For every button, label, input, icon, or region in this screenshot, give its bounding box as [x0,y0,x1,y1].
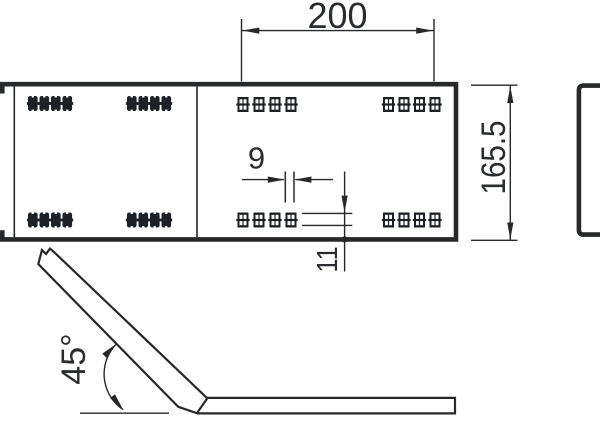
dim-9-ticks [284,171,295,203]
slot-hole [61,211,74,229]
dim-9-label: 9 [248,141,265,176]
cross-hole [268,212,282,228]
cross-hole [397,212,411,228]
cross-hole [397,97,411,112]
cross-hole [412,97,427,112]
plate-outline [0,81,459,242]
slot-hole [61,95,74,112]
dim-11-label: 11 [312,247,344,273]
dim-165-label: 165.5 [475,121,513,195]
slot-hole [38,211,51,229]
dim-9-arrow-right [294,176,312,183]
slot-hole [137,95,150,112]
angle-arrow-top [102,341,119,359]
cross-hole [252,97,266,112]
slot-hole [160,211,173,229]
dim-200-label: 200 [307,0,367,36]
cross-hole [412,212,427,228]
dim-9-arrow-left [267,176,285,183]
cross-hole [252,212,266,228]
dim-165-arrow-top [507,86,514,103]
cross-hole [381,212,396,228]
cross-hole [428,97,442,112]
slot-hole [38,95,51,112]
dimension-11: 11 [302,171,353,273]
slot-hole [49,211,62,229]
cross-hole [381,97,396,112]
bend-side-view [37,246,457,415]
plan-view [0,81,459,242]
slot-hole [148,95,161,112]
slot-hole [125,211,138,229]
dim-45-label: 45° [55,333,93,384]
dimension-45deg: 45° [55,333,169,414]
dimension-200: 200 [240,0,435,82]
cross-hole [284,97,298,112]
side-profile-view [576,83,600,237]
cross-hole [268,97,282,112]
dim-200-extension-lines [240,19,435,82]
slot-hole [125,95,138,112]
slot-hole [49,95,62,112]
hole-pattern [26,95,442,229]
dim-200-arrow-left [242,27,260,34]
slot-hole [26,95,39,112]
slot-hole [148,211,161,229]
cross-hole [236,212,250,228]
slot-hole [137,211,150,229]
dim-165-arrow-bottom [507,222,514,240]
dim-200-arrow-right [416,27,434,34]
cross-hole [284,212,298,228]
dim-11-edge-dot [341,236,348,243]
angled-strip [37,246,209,415]
horizontal-strip [196,396,457,415]
dimension-165-5: 165.5 [471,84,518,241]
dimension-9: 9 [242,141,333,203]
channel-profile-outline [576,83,600,237]
cross-hole [428,212,442,228]
dim-11-arrow [341,195,348,213]
slot-hole [26,211,39,229]
cross-hole [236,97,250,112]
dim-11-ticks [302,212,353,227]
slot-hole [160,95,173,112]
